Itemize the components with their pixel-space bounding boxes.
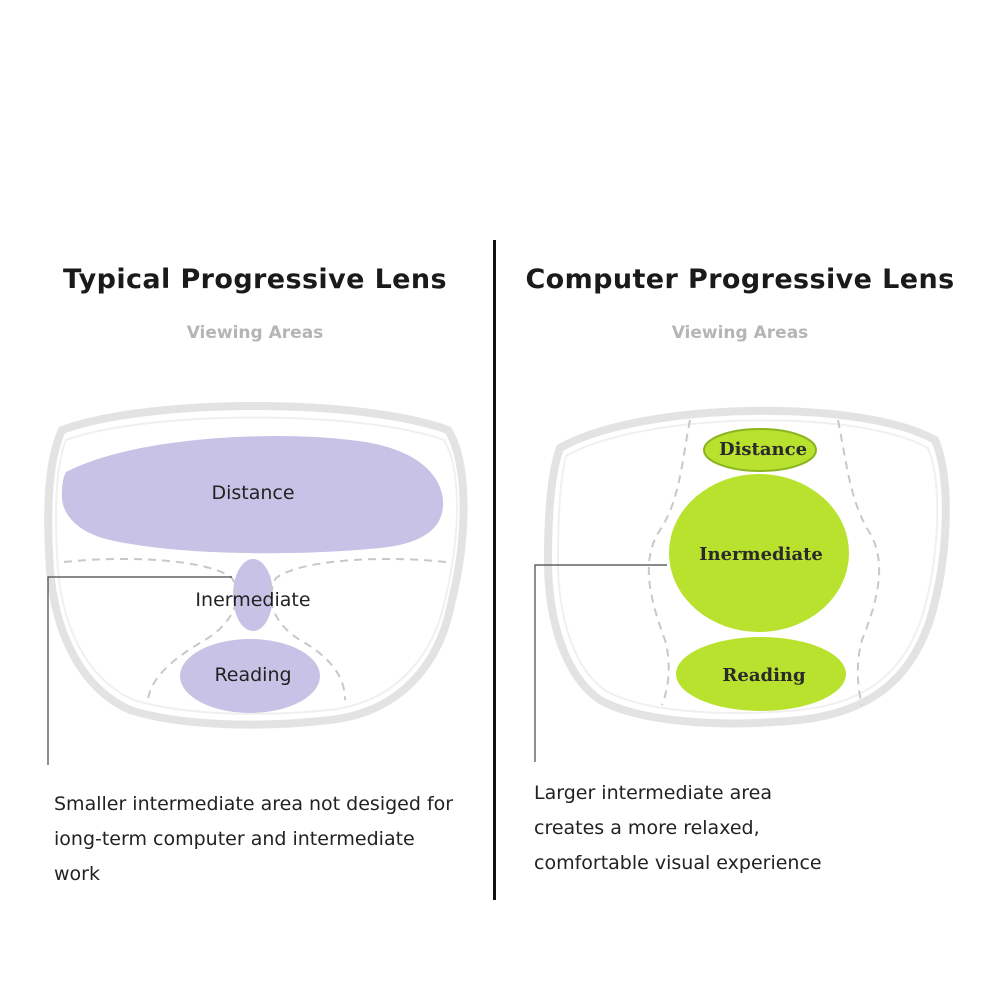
right-caption: Larger intermediate area creates a more … (534, 776, 822, 881)
left-reading-zone (180, 639, 320, 713)
right-title: Computer Progressive Lens (525, 264, 955, 295)
right-lens: Distance Inermediate Reading (534, 406, 950, 762)
right-caption-line: Larger intermediate area (534, 782, 772, 804)
left-intermediate-label: Inermediate (195, 589, 310, 611)
right-subtitle: Viewing Areas (671, 323, 809, 343)
left-reading-label: Reading (214, 664, 291, 686)
right-intermediate-label: Inermediate (699, 544, 823, 565)
left-subtitle: Viewing Areas (186, 323, 324, 343)
right-caption-line: creates a more relaxed, (534, 817, 760, 839)
left-title: Typical Progressive Lens (62, 264, 447, 295)
right-reading-zone (676, 637, 846, 711)
left-callout-line (47, 576, 232, 765)
right-dashed-boundary-right (837, 419, 881, 706)
right-reading-label: Reading (722, 665, 806, 686)
left-caption: Smaller intermediate area not desiged fo… (54, 787, 453, 892)
left-intermediate-zone (233, 559, 273, 631)
right-callout-line (534, 564, 667, 762)
right-distance-label: Distance (719, 439, 807, 460)
right-intermediate-zone (669, 474, 849, 632)
right-lens-inner (556, 419, 939, 714)
left-distance-zone (61, 435, 444, 554)
left-caption-line: iong-term computer and intermediate (54, 828, 415, 850)
left-caption-line: Smaller intermediate area not desiged fo… (54, 793, 454, 815)
left-distance-label: Distance (211, 482, 294, 504)
right-distance-zone (703, 428, 817, 472)
left-lens-inner (55, 416, 458, 715)
left-lens: Distance Inermediate Reading (44, 402, 468, 765)
right-dashed-boundary-left (647, 419, 691, 706)
right-caption-line: comfortable visual experience (534, 852, 822, 874)
center-divider (493, 240, 496, 900)
left-caption-line: work (54, 863, 100, 885)
